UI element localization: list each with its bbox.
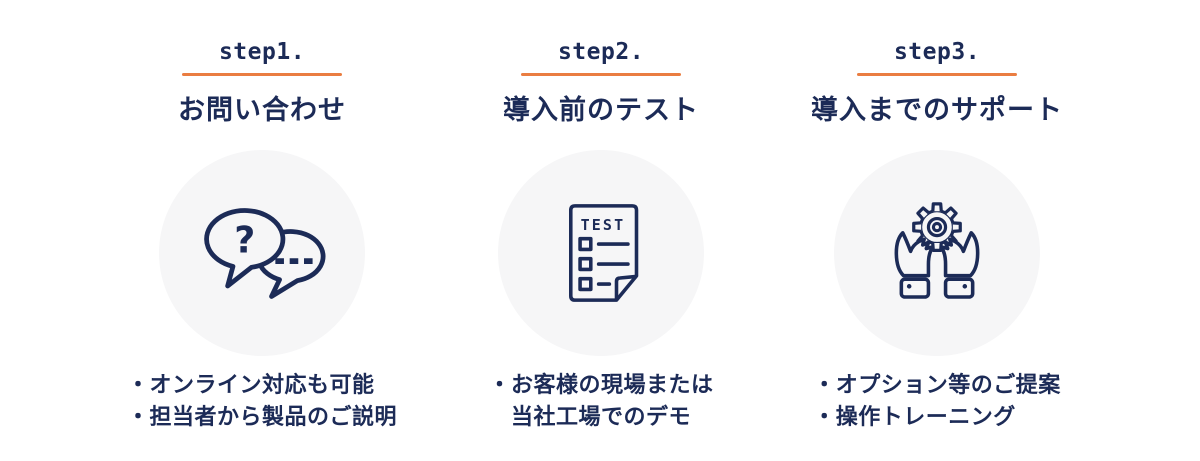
test-label-glyph: TEST [580,216,625,234]
step-1-bullets: ・オンライン対応も可能 ・担当者から製品のご説明 [127,369,397,433]
step-2-title: 導入前のテスト [503,95,699,125]
step-2-bullets: ・お客様の現場または 当社工場でのデモ [488,369,713,433]
step-3-bullets: ・オプション等のご提案 ・操作トレーニング [813,369,1061,433]
step-3-title: 導入までのサポート [811,95,1063,125]
bullet-line: ・操作トレーニング [813,404,1016,429]
test-checklist-document-icon: TEST [568,204,638,302]
step-1-title: お問い合わせ [178,95,346,125]
step-2-underline [521,73,681,76]
step-1-column: step1. お問い合わせ ? ・オンライン対応も可能 ・担当者から製品のご説明 [92,38,432,433]
bullet-line: ・担当者から製品のご説明 [126,404,397,429]
step-2-label: step2. [557,39,645,65]
step-3-column: step3. 導入までのサポート [767,38,1107,433]
step-1-icon-circle: ? [159,150,365,356]
step-2-column: step2. 導入前のテスト TEST ・お客様の現場または [431,38,771,433]
question-speech-bubbles-icon: ? [204,207,326,299]
step-3-underline [857,73,1017,76]
step-3-icon-circle [834,150,1040,356]
hands-holding-gear-icon [894,201,980,299]
question-mark-glyph: ? [234,218,255,261]
step-3-label: step3. [893,39,981,65]
step-1-underline [182,73,342,76]
bullet-line: ・オプション等のご提案 [813,372,1061,397]
step-2-icon-circle: TEST [498,150,704,356]
bullet-line: ・オンライン対応も可能 [126,372,375,397]
step-1-label: step1. [218,39,306,65]
bullet-line: 当社工場でのデモ [488,404,691,429]
bullet-line: ・お客様の現場または [488,372,714,397]
